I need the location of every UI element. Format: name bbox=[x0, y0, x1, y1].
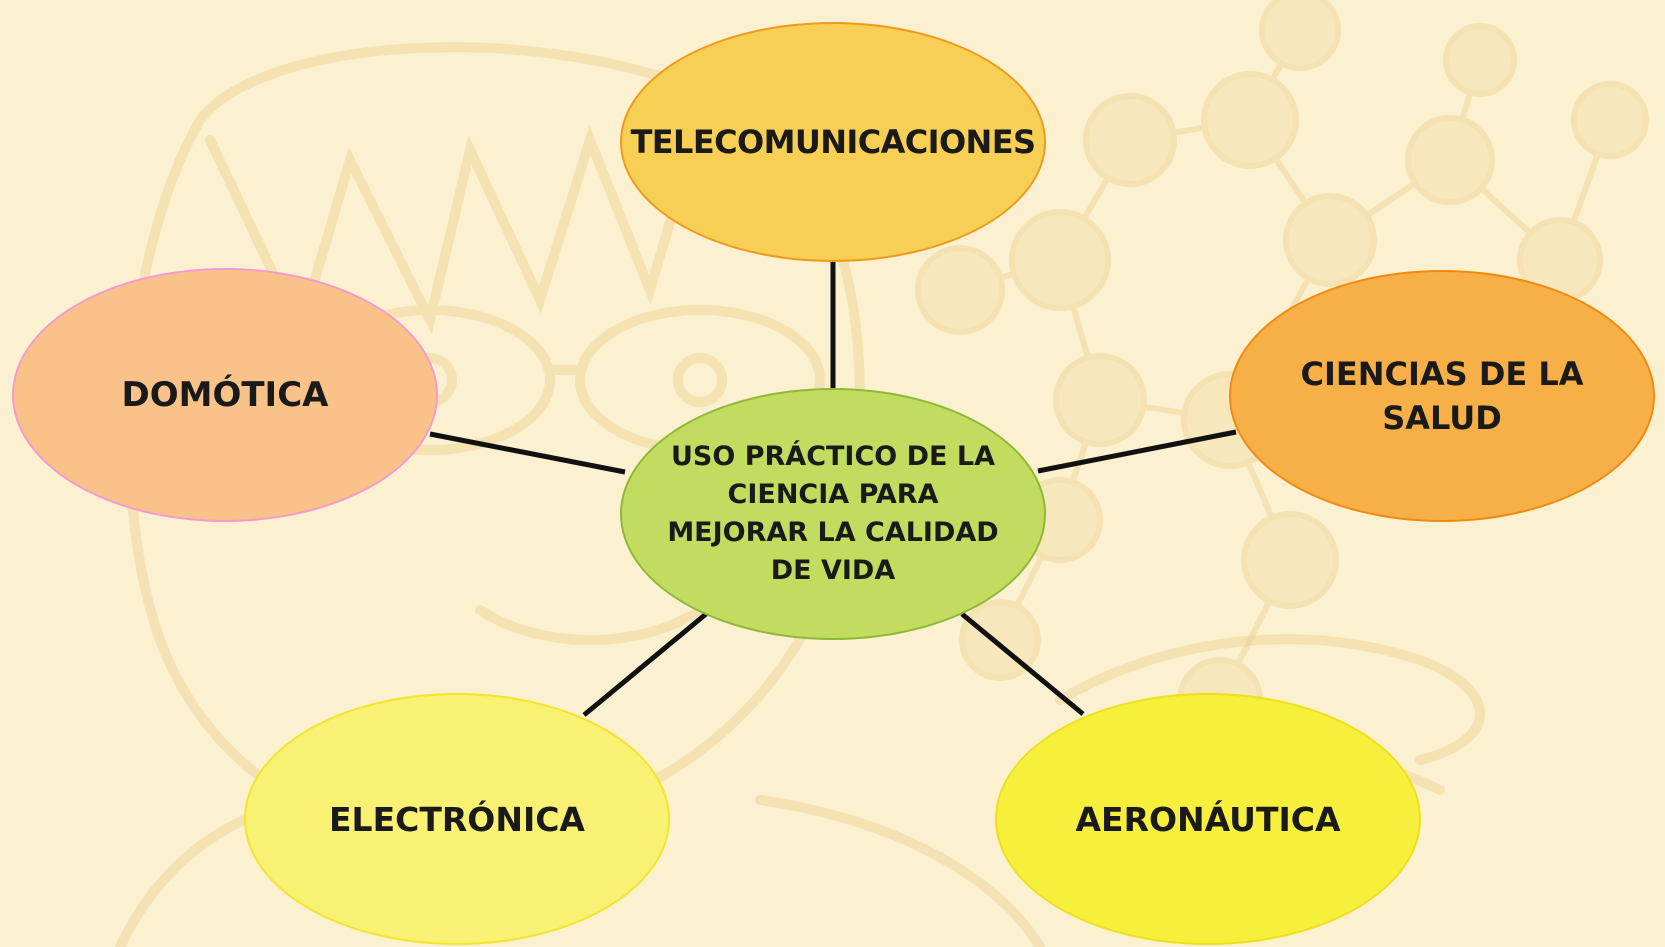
node-electronica-label: ELECTRÓNICA bbox=[329, 799, 585, 839]
node-aeronautica: AERONÁUTICA bbox=[995, 693, 1421, 945]
node-electronica: ELECTRÓNICA bbox=[244, 693, 670, 945]
node-telecomunicaciones-label: TELECOMUNICACIONES bbox=[630, 123, 1036, 161]
connector-aeronautica bbox=[960, 612, 1085, 716]
connector-ciencias-de-la-salud bbox=[1037, 429, 1237, 474]
node-ciencias-de-la-salud: CIENCIAS DE LA SALUD bbox=[1229, 270, 1655, 522]
node-aeronautica-label: AERONÁUTICA bbox=[1075, 799, 1341, 839]
connector-domotica bbox=[429, 431, 626, 475]
node-domotica: DOMÓTICA bbox=[12, 268, 438, 522]
node-domotica-label: DOMÓTICA bbox=[121, 375, 329, 415]
central-node-label: USO PRÁCTICO DE LA CIENCIA PARA MEJORAR … bbox=[667, 441, 999, 586]
node-ciencias-de-la-salud-label: CIENCIAS DE LA SALUD bbox=[1300, 355, 1584, 437]
node-telecomunicaciones: TELECOMUNICACIONES bbox=[620, 22, 1046, 262]
connector-electronica bbox=[582, 612, 708, 717]
central-node: USO PRÁCTICO DE LA CIENCIA PARA MEJORAR … bbox=[620, 388, 1046, 640]
